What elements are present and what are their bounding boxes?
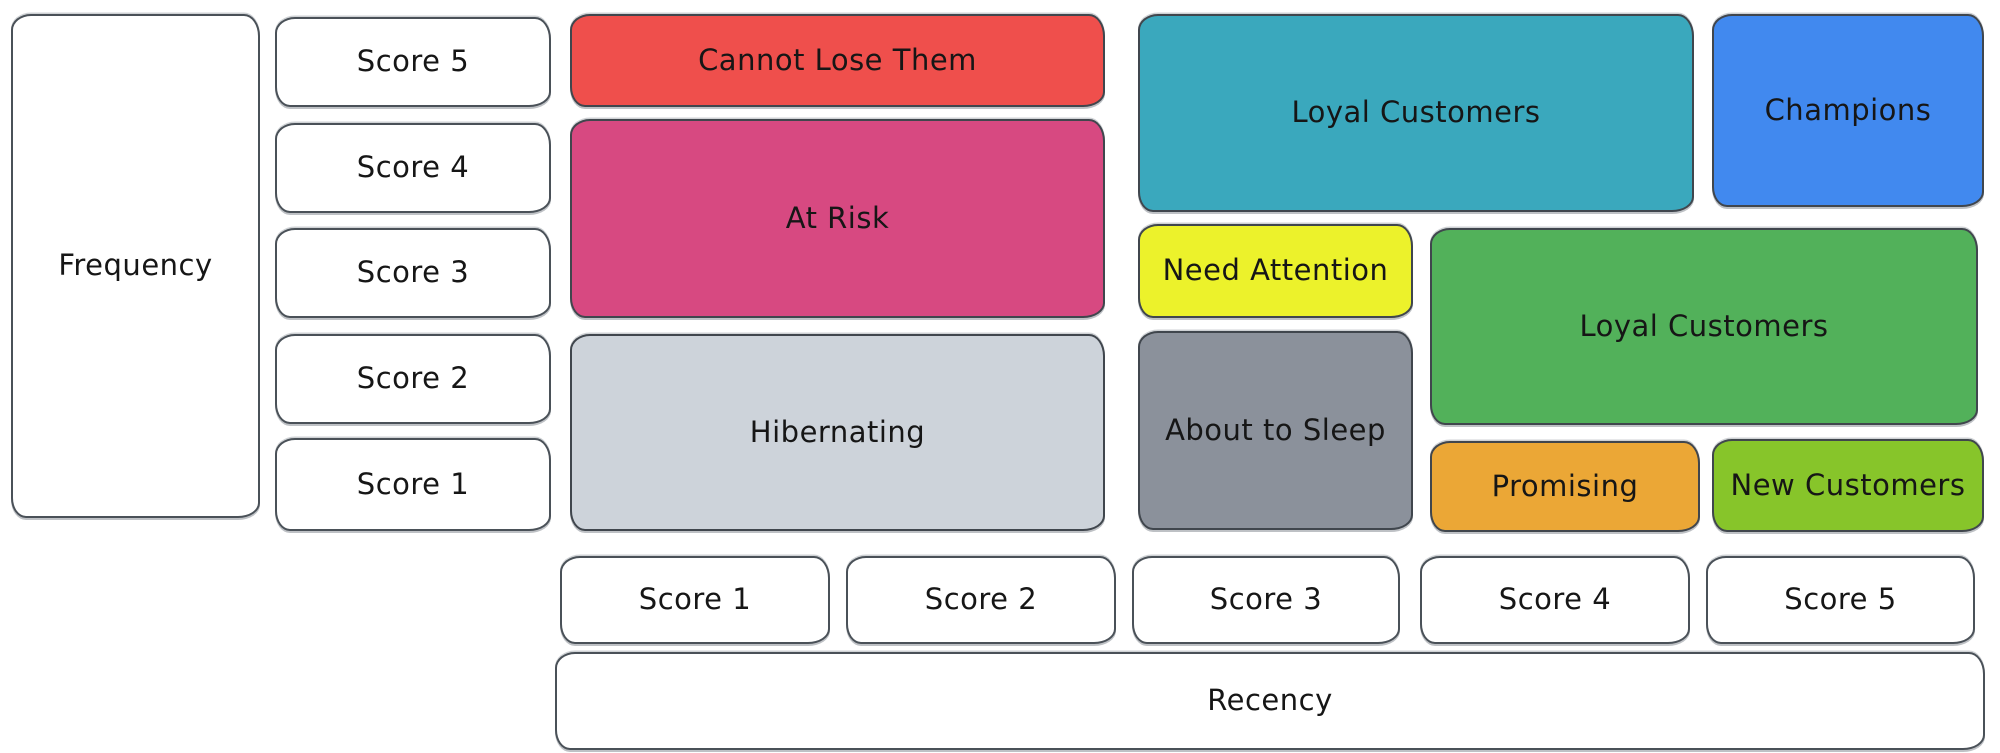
recency-score-1-box: Score 1 — [560, 556, 830, 644]
recency-score-4-label: Score 4 — [1498, 582, 1612, 617]
segment-promising: Promising — [1430, 441, 1700, 532]
recency-score-2-box: Score 2 — [846, 556, 1116, 644]
segment-need-attention-label: Need Attention — [1162, 253, 1389, 288]
segment-champions: Champions — [1712, 14, 1984, 207]
recency-axis-box: Recency — [555, 652, 1985, 750]
frequency-score-3-label: Score 3 — [356, 255, 470, 290]
segment-about-to-sleep: About to Sleep — [1138, 331, 1413, 530]
recency-score-3-box: Score 3 — [1132, 556, 1400, 644]
recency-score-1-label: Score 1 — [638, 582, 752, 617]
recency-score-4-box: Score 4 — [1420, 556, 1690, 644]
recency-axis-label: Recency — [1207, 683, 1333, 718]
segment-champions-label: Champions — [1764, 92, 1932, 127]
segment-about-to-sleep-label: About to Sleep — [1165, 412, 1386, 447]
frequency-score-2-label: Score 2 — [356, 361, 470, 396]
frequency-axis-label: Frequency — [58, 248, 213, 283]
frequency-score-1-box: Score 1 — [275, 438, 551, 531]
frequency-score-1-label: Score 1 — [356, 466, 470, 501]
segment-hibernating: Hibernating — [570, 334, 1105, 531]
segment-cannot-lose-them-label: Cannot Lose Them — [698, 42, 977, 77]
frequency-score-2-box: Score 2 — [275, 334, 551, 424]
recency-score-3-label: Score 3 — [1209, 582, 1323, 617]
recency-score-2-label: Score 2 — [924, 582, 1038, 617]
segment-loyal-customers-lower: Loyal Customers — [1430, 228, 1978, 425]
segment-at-risk: At Risk — [570, 119, 1105, 318]
segment-loyal-customers-upper: Loyal Customers — [1138, 14, 1694, 212]
frequency-axis-box: Frequency — [11, 14, 260, 518]
frequency-score-4-box: Score 4 — [275, 123, 551, 213]
segment-hibernating-label: Hibernating — [749, 414, 926, 449]
frequency-score-5-box: Score 5 — [275, 17, 551, 107]
recency-score-5-box: Score 5 — [1706, 556, 1975, 644]
segment-new-customers: New Customers — [1712, 439, 1984, 532]
segment-loyal-customers-lower-label: Loyal Customers — [1579, 308, 1829, 343]
segment-loyal-customers-upper-label: Loyal Customers — [1291, 95, 1541, 130]
segment-need-attention: Need Attention — [1138, 224, 1413, 318]
frequency-score-4-label: Score 4 — [356, 150, 470, 185]
recency-score-5-label: Score 5 — [1784, 582, 1897, 617]
frequency-score-3-box: Score 3 — [275, 228, 551, 318]
segment-cannot-lose-them: Cannot Lose Them — [570, 14, 1105, 107]
frequency-score-5-label: Score 5 — [356, 44, 470, 79]
segment-promising-label: Promising — [1491, 468, 1639, 503]
segment-at-risk-label: At Risk — [785, 200, 890, 235]
segment-new-customers-label: New Customers — [1730, 467, 1966, 502]
